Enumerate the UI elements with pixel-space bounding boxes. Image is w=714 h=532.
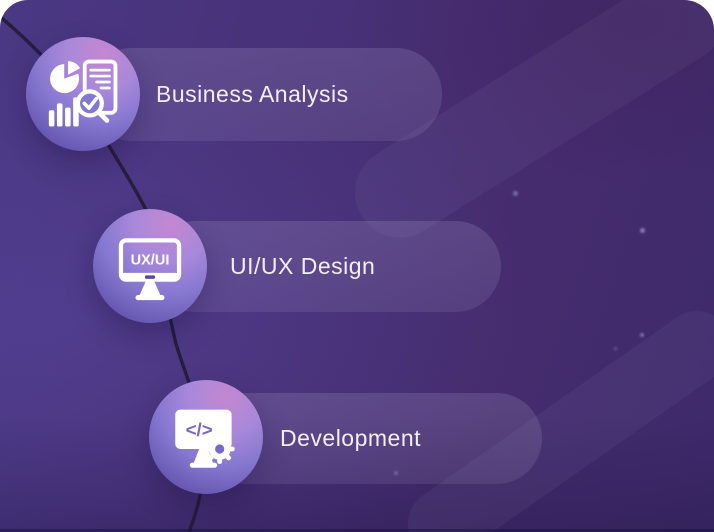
uxui-monitor-icon: UX/UI [118,238,182,301]
background-dot [394,471,398,475]
step-label: Development [280,425,422,451]
step-label: UI/UX Design [230,253,376,279]
step-pill-business-analysis: Business Analysis [86,48,442,141]
bottom-edge-shadow [0,529,714,532]
code-monitor-gear-icon: </> [175,409,235,468]
step-icon-circle-development: </> [149,380,263,494]
step-pill-uiux-design: UI/UX Design [150,221,501,312]
background-dot [640,228,645,233]
step-icon-circle-business-analysis [26,37,140,151]
step-icon-circle-uiux-design: UX/UI [93,209,207,323]
monitor-screen-code-text: </> [186,419,213,440]
gear-icon [204,434,235,464]
background-dot [614,347,617,350]
monitor-screen-text: UX/UI [131,252,170,268]
background-dot [513,191,518,196]
analysis-chart-document-magnifier-icon [48,59,118,127]
background-dot [640,333,644,337]
step-label: Business Analysis [156,81,349,107]
